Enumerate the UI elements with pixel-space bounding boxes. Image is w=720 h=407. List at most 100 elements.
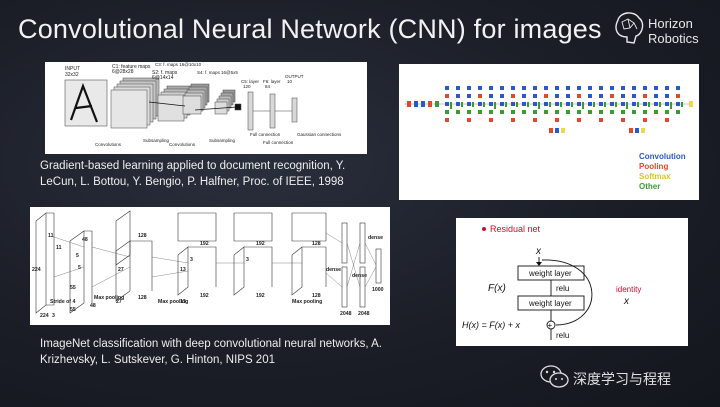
googlenet-block [571, 102, 573, 107]
googlenet-diagram [405, 86, 693, 133]
googlenet-block [689, 101, 693, 107]
googlenet-block [445, 86, 449, 90]
lenet-bottom-label: Convolutions [95, 142, 122, 147]
googlenet-block [505, 102, 507, 107]
googlenet-block [637, 102, 639, 107]
lenet-c1-size: 6@28x28 [112, 69, 134, 75]
lenet-bottom-label: Full connection [263, 140, 294, 145]
alexnet-label: 128 [138, 295, 147, 301]
googlenet-block [665, 86, 669, 90]
googlenet-block [467, 102, 471, 106]
wechat-icon [540, 365, 569, 388]
googlenet-block [582, 102, 584, 109]
googlenet-block [566, 86, 570, 90]
resnet-heading: Residual net [490, 224, 541, 234]
alexnet-label: 128 [138, 233, 147, 239]
googlenet-block [676, 102, 680, 106]
googlenet-block [522, 102, 526, 106]
googlenet-block [632, 110, 636, 114]
legend-softmax: Softmax [639, 172, 671, 181]
googlenet-block [654, 110, 658, 114]
googlenet-block [621, 102, 625, 106]
resnet-weight-layer-2: weight layer [528, 299, 572, 308]
googlenet-block [577, 110, 581, 114]
googlenet-block [577, 94, 581, 98]
lenet-caption: Gradient-based learning applied to docum… [40, 160, 346, 188]
alexnet-caption: ImageNet classification with deep convol… [40, 338, 382, 366]
alexnet-label: 27 [116, 299, 122, 305]
googlenet-block [555, 102, 559, 106]
googlenet-block [588, 86, 592, 90]
lenet-output-n: 10 [287, 79, 293, 84]
googlenet-block [621, 86, 625, 90]
lenet-s4-label: S4: f. maps 16@5x5 [197, 70, 238, 75]
googlenet-block [533, 110, 537, 114]
googlenet-block [621, 94, 625, 98]
alexnet-label: 224 [40, 313, 49, 319]
legend-other: Other [639, 182, 661, 191]
googlenet-block [511, 94, 515, 98]
lenet-output-label: OUTPUT [285, 74, 304, 79]
lenet-figure: INPUT 32x32 C1: feature maps 6@28x28 S2:… [45, 62, 367, 154]
googlenet-block [621, 118, 625, 122]
googlenet-block [599, 118, 603, 122]
googlenet-block [665, 94, 669, 98]
googlenet-block [599, 110, 603, 114]
googlenet-block [489, 86, 493, 90]
alexnet-label: dense [352, 273, 367, 279]
lenet-s2-label: S2: f. maps [152, 70, 178, 76]
googlenet-block [681, 102, 683, 107]
alexnet-label: 5 [78, 265, 81, 271]
lenet-bottom-label: Subsampling [143, 138, 170, 143]
lenet-bottom-label: Gaussian connections [297, 132, 342, 137]
googlenet-block [632, 86, 636, 90]
googlenet-block [511, 102, 515, 106]
googlenet-block [549, 128, 553, 133]
brain-logo-icon [615, 12, 644, 44]
googlenet-block [676, 94, 680, 98]
googlenet-block [643, 94, 647, 98]
googlenet-block [577, 102, 581, 106]
googlenet-block [604, 102, 606, 107]
googlenet-block [500, 86, 504, 90]
googlenet-block [560, 102, 562, 107]
watermark-text: 深度学习与程程 [573, 371, 671, 387]
googlenet-block [654, 94, 658, 98]
googlenet-block [478, 110, 482, 114]
alexnet-label: 2048 [358, 311, 370, 317]
googlenet-block [643, 118, 647, 122]
googlenet-block [527, 102, 529, 107]
googlenet-block [489, 102, 493, 106]
horizon-robotics-logo: Horizon Robotics [612, 10, 716, 54]
googlenet-block [670, 102, 672, 109]
bullet-icon [482, 227, 486, 231]
googlenet-block [632, 102, 636, 106]
googlenet-block [489, 94, 493, 98]
googlenet-block [456, 86, 460, 90]
alexnet-label: 224 [32, 267, 41, 273]
alexnet-label: 3 [52, 313, 55, 319]
googlenet-block [610, 110, 614, 114]
googlenet-block [435, 101, 439, 107]
alexnet-label: 48 [82, 237, 88, 243]
alexnet-label: 48 [90, 303, 96, 309]
resnet-weight-layer-1: weight layer [528, 269, 572, 278]
googlenet-block [544, 94, 548, 98]
resnet-fx: F(x) [488, 283, 506, 294]
resnet-identity: identity [616, 285, 641, 294]
googlenet-block [456, 110, 460, 114]
googlenet-block [445, 102, 449, 106]
alexnet-label: 2048 [340, 311, 352, 317]
googlenet-block [588, 94, 592, 98]
googlenet-block [544, 102, 548, 106]
googlenet-block [511, 118, 515, 122]
alexnet-label: 11 [56, 245, 62, 251]
googlenet-block [629, 128, 633, 133]
googlenet-block [544, 86, 548, 90]
googlenet-block [456, 94, 460, 98]
legend-convolution: Convolution [639, 152, 686, 161]
googlenet-block [478, 94, 482, 98]
googlenet-block [467, 110, 471, 114]
googlenet-block [489, 110, 493, 114]
googlenet-block [676, 110, 680, 114]
